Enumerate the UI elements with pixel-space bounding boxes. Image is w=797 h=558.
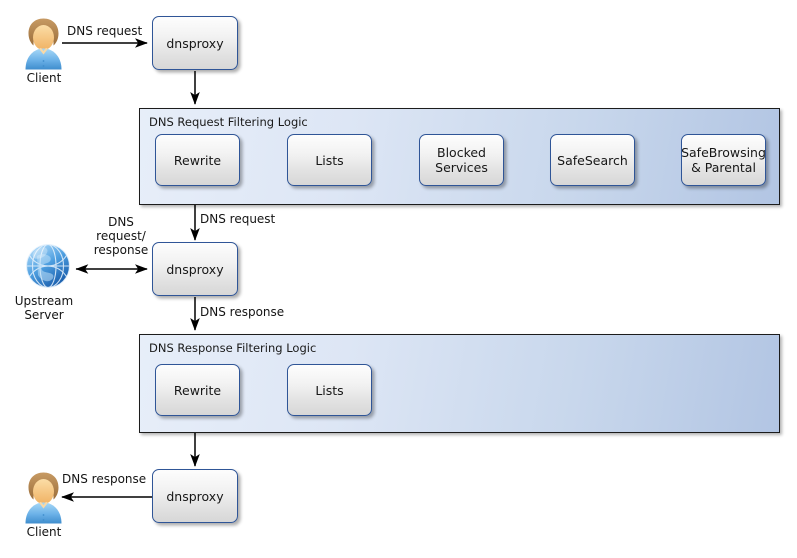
edge-label-client-to-dnsproxy: DNS request: [67, 24, 143, 38]
node-label-req-safesearch: SafeSearch: [557, 152, 628, 168]
node-label-dnsproxy-middle: dnsproxy: [166, 261, 224, 277]
edge-label-dnsproxy-to-response-panel: DNS response: [200, 305, 285, 319]
panel-title-request-filtering: DNS Request Filtering Logic: [149, 115, 308, 129]
user-icon: [25, 18, 62, 70]
edge-label-dnsproxy-to-client: DNS response: [62, 472, 147, 486]
node-label-dnsproxy-bottom: dnsproxy: [166, 488, 224, 504]
actor-caption-client-top: Client: [26, 71, 62, 85]
actor-caption-upstream-server: Upstream Server: [14, 294, 74, 322]
node-resp-rewrite[interactable]: Rewrite: [155, 364, 240, 416]
node-req-blocked-services[interactable]: Blocked Services: [419, 134, 504, 186]
panel-title-response-filtering: DNS Response Filtering Logic: [149, 341, 317, 355]
edge-label-upstream-exchange: DNS request/ response: [93, 215, 149, 257]
node-label-req-rewrite: Rewrite: [173, 152, 222, 168]
node-label-req-safebrowsing-parental: SafeBrowsing & Parental: [681, 145, 766, 175]
node-req-lists[interactable]: Lists: [287, 134, 372, 186]
node-req-rewrite[interactable]: Rewrite: [155, 134, 240, 186]
node-label-resp-lists: Lists: [315, 382, 344, 398]
node-req-safebrowsing-parental[interactable]: SafeBrowsing & Parental: [681, 134, 766, 186]
node-label-req-blocked-services: Blocked Services: [435, 145, 488, 175]
node-label-dnsproxy-top: dnsproxy: [166, 35, 224, 51]
node-dnsproxy-bottom[interactable]: dnsproxy: [152, 469, 238, 523]
node-label-resp-rewrite: Rewrite: [173, 382, 222, 398]
panel-dns-response-filtering-logic: DNS Response Filtering Logic: [139, 334, 780, 433]
actor-caption-client-bottom: Client: [26, 525, 62, 539]
node-resp-lists[interactable]: Lists: [287, 364, 372, 416]
edge-label-dnsproxy-to-request-panel: DNS request: [200, 212, 276, 226]
node-dnsproxy-top[interactable]: dnsproxy: [152, 16, 238, 70]
user-icon: [25, 472, 62, 524]
node-req-safesearch[interactable]: SafeSearch: [550, 134, 635, 186]
node-label-req-lists: Lists: [315, 152, 344, 168]
node-dnsproxy-middle[interactable]: dnsproxy: [152, 242, 238, 296]
globe-icon: [25, 243, 71, 289]
